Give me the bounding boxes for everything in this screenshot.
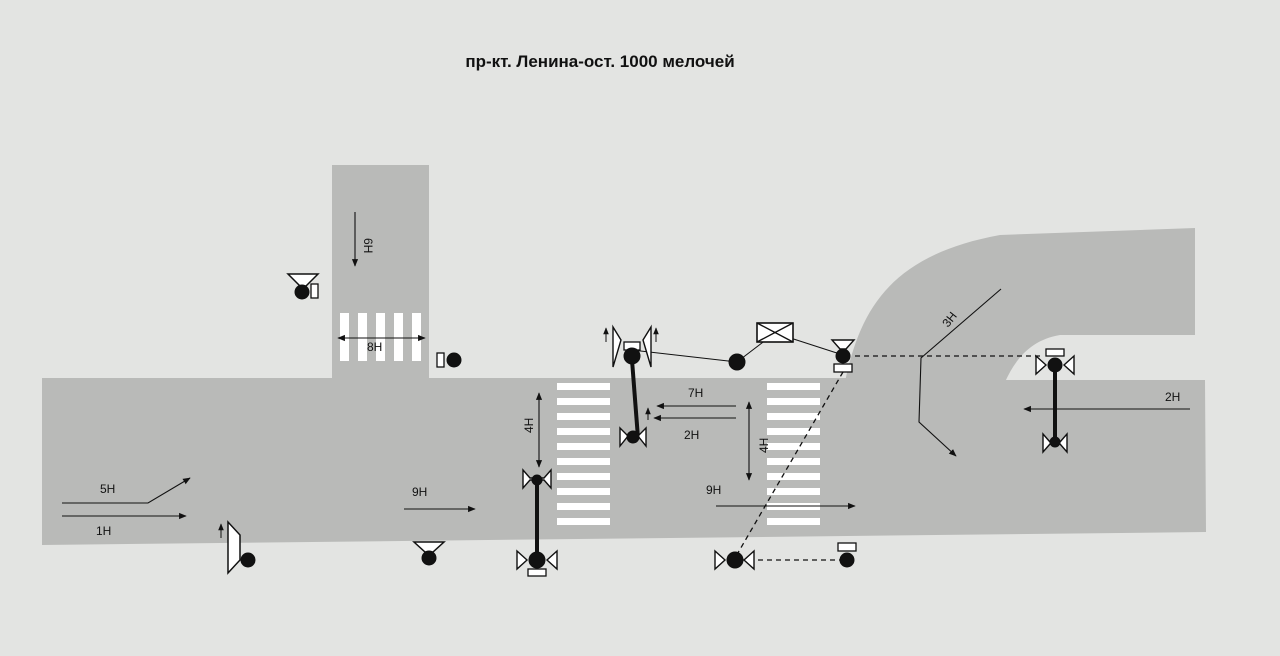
- signal-northwest: [286, 273, 320, 300]
- curved-road-northeast: [845, 228, 1195, 382]
- direction-arrows: [62, 212, 1190, 520]
- label-8h: 8Н: [367, 340, 382, 354]
- pedestrian-signal-side-street: [436, 352, 462, 368]
- main-road: [42, 378, 1206, 545]
- arrow-3h: [918, 288, 1002, 457]
- arrow-5h: [62, 477, 191, 504]
- scheme-title: пр-кт. Ленина-ост. 1000 мелочей: [465, 52, 735, 71]
- pedestrian-signal-southeast: [837, 542, 857, 568]
- label-4h-east: 4Н: [757, 438, 771, 453]
- signal-post-center-north: [603, 324, 659, 448]
- crosswalk-main-west: [557, 383, 610, 525]
- label-5h: 5Н: [100, 482, 115, 496]
- lane-labels: 1Н 5Н 9Н 9Н 8Н 7Н 2Н 2Н 6Н 4Н 4Н 3Н: [96, 238, 1180, 538]
- label-2h-east: 2Н: [1165, 390, 1180, 404]
- label-9h-west: 9Н: [412, 485, 427, 499]
- signal-southeast-crosswalk: [714, 549, 755, 571]
- label-4h-west: 4Н: [522, 418, 536, 433]
- label-1h: 1Н: [96, 524, 111, 538]
- signal-northeast-corner: [830, 339, 856, 373]
- label-9h-east: 9Н: [706, 483, 721, 497]
- traffic-signals: [218, 273, 1075, 577]
- controller-cabinet: [756, 322, 794, 343]
- signal-post-west-south: [516, 468, 558, 577]
- label-7h: 7Н: [688, 386, 703, 400]
- cable-node: [728, 353, 746, 371]
- signal-south-center: [412, 541, 446, 566]
- signal-southwest: [218, 520, 256, 575]
- label-6h: 6Н: [361, 238, 375, 253]
- signal-post-east: [1035, 348, 1075, 454]
- label-2h-mid: 2Н: [684, 428, 699, 442]
